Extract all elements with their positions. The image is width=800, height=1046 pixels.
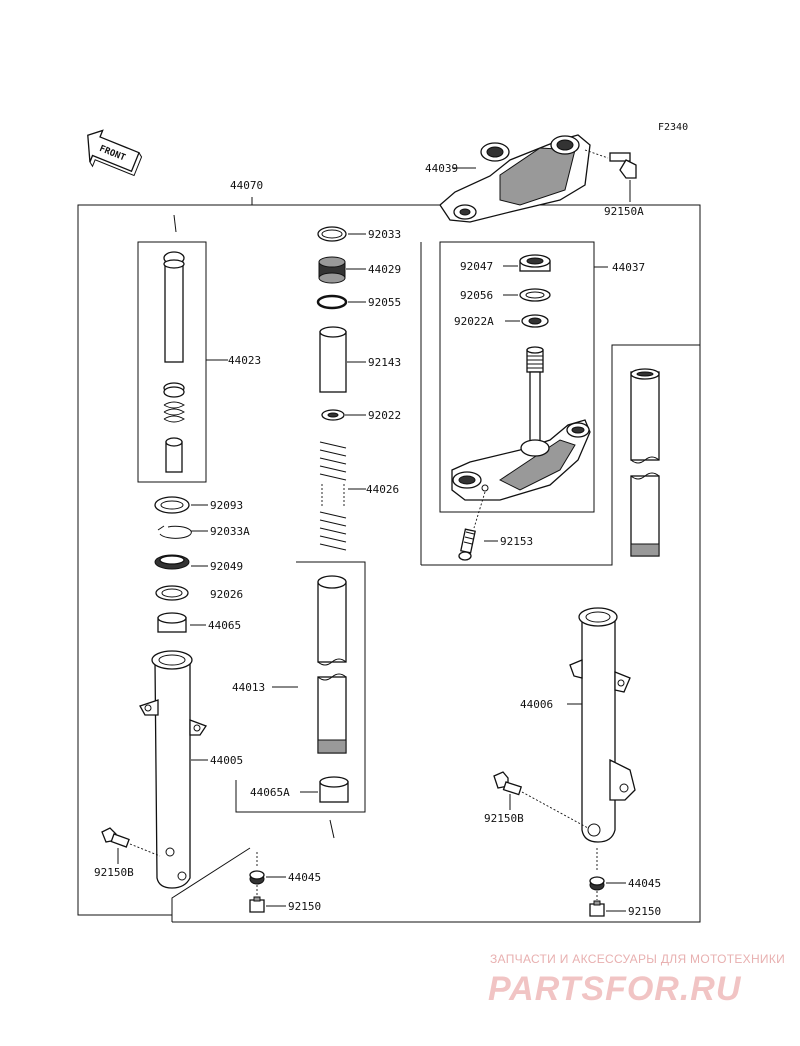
label-44023: 44023: [228, 354, 261, 367]
oil-seal-92093: 92093: [154, 496, 243, 514]
watermark-tagline: ЗАПЧАСТИ И АКСЕССУАРЫ ДЛЯ МОТОТЕХНИКИ: [490, 952, 785, 966]
label-92033A: 92033A: [210, 525, 250, 538]
outer-tube-44005: 44005: [139, 650, 243, 889]
label-92150B-right: 92150B: [484, 812, 524, 825]
label-92150B-left: 92150B: [94, 866, 134, 879]
label-44065A: 44065A: [250, 786, 290, 799]
washer-44045-right: 44045: [589, 848, 661, 891]
label-44013: 44013: [232, 681, 265, 694]
bolt-92153: 92153: [458, 491, 533, 561]
label-92150-right: 92150: [628, 905, 661, 918]
upper-bracket-44039: 44039: [425, 134, 591, 223]
label-92026: 92026: [210, 588, 243, 601]
label-44026: 44026: [366, 483, 399, 496]
label-44029: 44029: [368, 263, 401, 276]
label-44005: 44005: [210, 754, 243, 767]
steering-stem: [451, 346, 591, 501]
cap-bolt-44029: 44029: [318, 256, 401, 284]
label-92049: 92049: [210, 560, 243, 573]
label-92056: 92056: [460, 289, 493, 302]
label-44065: 44065: [208, 619, 241, 632]
label-44006: 44006: [520, 698, 553, 711]
bushing-44065A: 44065A: [250, 776, 349, 839]
dust-seal-92049: 92049: [154, 554, 243, 573]
label-92022A: 92022A: [454, 315, 494, 328]
label-92033: 92033: [368, 228, 401, 241]
bolt-92150A: 92150A: [584, 149, 644, 218]
inner-tube-44013: 44013: [232, 561, 366, 813]
label-44070: 44070: [230, 179, 263, 192]
spacer-collar-92143: 92143: [319, 326, 401, 393]
label-44037: 44037: [612, 261, 645, 274]
damper-rod-assembly-44023: 44023: [137, 214, 261, 483]
label-92153: 92153: [500, 535, 533, 548]
bolt-92150-left: 92150: [249, 885, 321, 913]
label-92143: 92143: [368, 356, 401, 369]
washer-92022A: 92022A: [454, 314, 549, 328]
watermark: ЗАПЧАСТИ И АКСЕССУАРЫ ДЛЯ МОТОТЕХНИКИ PA…: [488, 952, 785, 1008]
label-44045-right: 44045: [628, 877, 661, 890]
bolt-92150B-right: 92150B: [484, 771, 589, 829]
label-92150-left: 92150: [288, 900, 321, 913]
outer-tube-44006: 44006: [520, 607, 636, 843]
label-92150A: 92150A: [604, 205, 644, 218]
label-44045-left: 44045: [288, 871, 321, 884]
bushing-44065: 44065: [157, 612, 241, 633]
circlip-92033: 92033: [317, 226, 401, 242]
stem-assembly-44037: 44037: [420, 241, 645, 565]
bolt-92150B-left: 92150B: [94, 827, 161, 879]
label-92055: 92055: [368, 296, 401, 309]
washer-44045-left: 44045: [249, 852, 321, 885]
label-92047: 92047: [460, 260, 493, 273]
front-arrow-icon: FRONT: [87, 129, 143, 177]
bolt-92150-right: 92150: [589, 891, 661, 918]
label-92093: 92093: [210, 499, 243, 512]
washer-92022: 92022: [321, 409, 401, 422]
washer-92026: 92026: [155, 585, 243, 601]
label-92022: 92022: [368, 409, 401, 422]
assembly-frame-44070: 44070: [77, 179, 701, 923]
inner-tube-right: [630, 368, 660, 557]
watermark-logo: PARTSFOR.RU: [488, 970, 742, 1008]
figure-code: F2340: [658, 122, 688, 133]
nut-92047: 92047: [460, 254, 551, 273]
label-44039: 44039: [425, 162, 458, 175]
fork-spring-44026: 44026: [319, 441, 399, 551]
washer-92056: 92056: [460, 288, 551, 302]
circlip-92033A: 92033A: [157, 525, 250, 539]
o-ring-92055: 92055: [316, 294, 401, 310]
